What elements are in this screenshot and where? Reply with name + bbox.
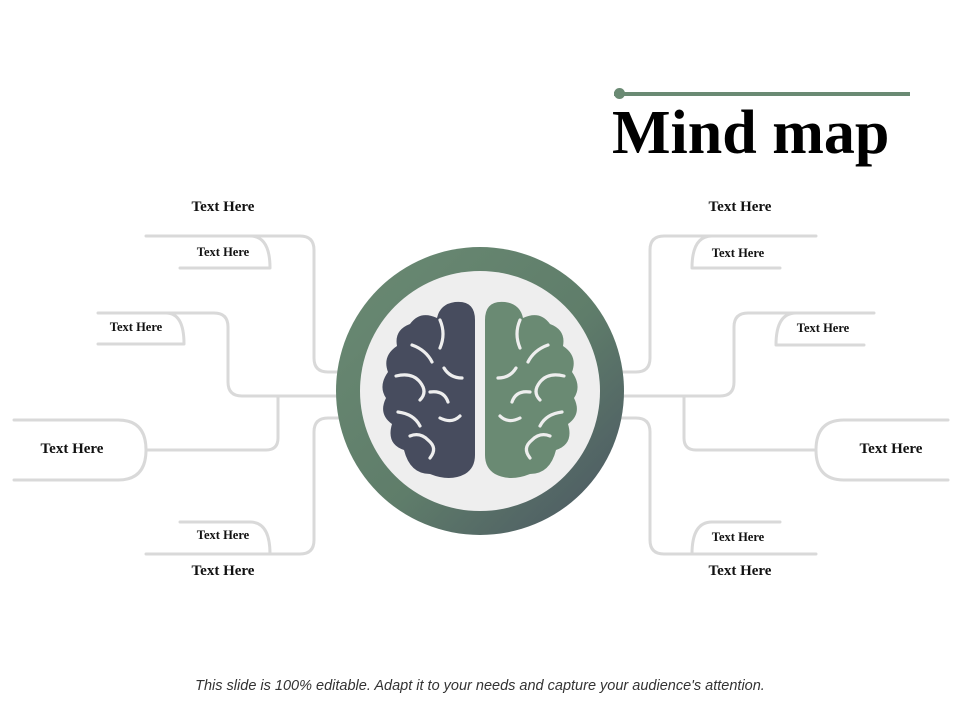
pill-left-top [178,234,272,270]
page-title: Mind map [612,99,890,167]
left-bottom-sub: Text Here [196,528,250,542]
connector-left-bottom [144,416,340,556]
left-bottom-title: Text Here [191,563,255,579]
left-top-title: Text Here [191,199,255,215]
right-top-title: Text Here [708,199,772,215]
footer-note: This slide is 100% editable. Adapt it to… [195,678,765,694]
connector-left-top [144,234,340,374]
right-top-sub: Text Here [711,246,765,260]
right-middle-sub: Text Here [796,321,850,335]
pill-right-top [690,234,782,270]
connector-right-top [620,234,818,374]
left-top-sub: Text Here [196,245,250,259]
brain-left-hemisphere [382,301,475,478]
brain-icon [382,301,578,478]
connector-right-main [682,394,818,452]
connector-left-middle [96,311,340,398]
pill-left-middle [96,311,186,346]
pill-right-middle [774,311,866,347]
brain-right-hemisphere [485,301,578,478]
left-middle-sub: Text Here [109,320,163,334]
pill-right-main [814,418,950,482]
connector-left-main [144,394,280,452]
title-rule [614,92,910,96]
right-main-title: Text Here [859,441,923,457]
right-bottom-sub: Text Here [711,530,765,544]
pill-left-bottom [178,520,272,556]
pill-right-bottom [690,520,782,556]
right-bottom-title: Text Here [708,563,772,579]
connector-right-middle [620,311,876,398]
pill-left-main [12,418,148,482]
connector-right-bottom [620,416,818,556]
left-main-title: Text Here [40,441,104,457]
